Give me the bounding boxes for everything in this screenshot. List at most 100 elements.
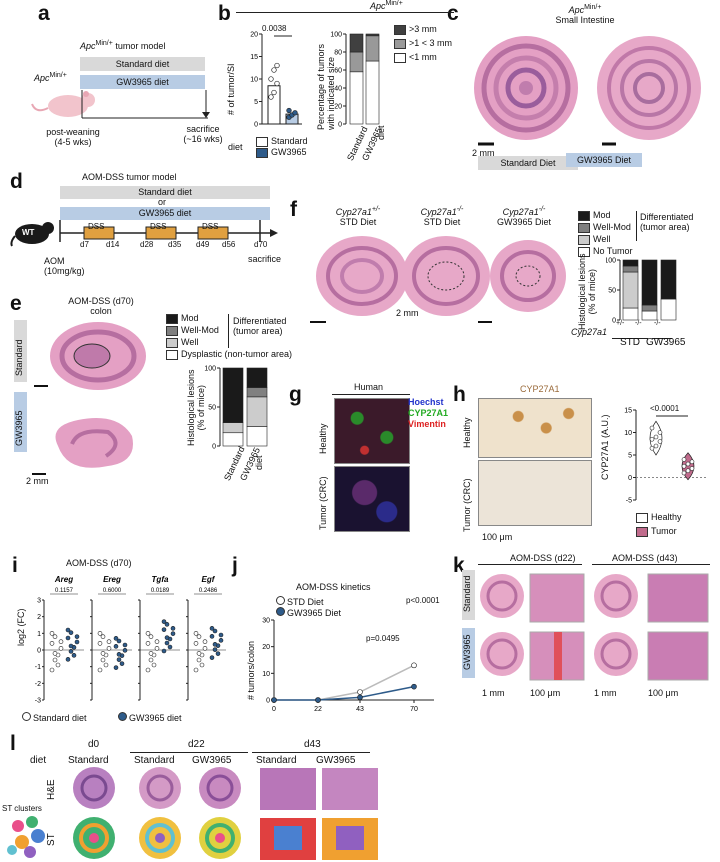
panel-l-col-3: Standard (256, 755, 297, 766)
wt-mouse-icon (10, 222, 54, 247)
b-right-ticklabel: 40 (334, 86, 342, 93)
i-point-std (106, 646, 112, 651)
panel-j-title: AOM-DSS kinetics (296, 582, 371, 592)
panel-l-umap (7, 816, 45, 858)
panel-k-scale-2: 100 μm (530, 688, 561, 698)
panel-g-title: Human (354, 382, 384, 392)
i-point-std (193, 631, 199, 636)
i-point-gw (74, 639, 80, 645)
i-point-std (97, 631, 103, 636)
i-ticklabel: 2 (37, 614, 41, 621)
j-xticklabel: 22 (314, 706, 322, 713)
i-point-std (52, 634, 58, 639)
i-gene-label-egf: Egf (202, 575, 216, 584)
h-ticklabel: 15 (624, 408, 632, 415)
panel-g-row-tumor: Tumor (CRC) (318, 476, 328, 530)
i-point-std (202, 639, 208, 644)
i-point-std (148, 657, 154, 663)
panel-l-day-d22: d22 (188, 739, 205, 750)
i-pvalue: 0.2486 (199, 588, 218, 594)
panel-d-sacrifice: sacrifice (248, 254, 282, 264)
panel-g-legend-vim: Vimentin (408, 419, 446, 429)
i-point-std (97, 641, 103, 646)
h-point (689, 466, 695, 471)
i-point-gw (113, 665, 119, 670)
h-point (657, 430, 663, 435)
i-point-std (52, 651, 58, 656)
panel-d-title: AOM-DSS tumor model (82, 172, 177, 182)
i-point-std (196, 634, 202, 639)
panel-f-geno-2: -/- (654, 320, 661, 327)
panel-d-gw-bar: GW3965 diet (60, 207, 270, 220)
panel-f-grp-std: STD (620, 337, 640, 348)
panel-h-legend-healthy: Healthy (636, 512, 682, 523)
panel-f-col-2: Cyp27a1-/- GW3965 Diet (496, 206, 552, 227)
panel-l-day-d0: d0 (88, 739, 100, 750)
panel-c-title: ApcMin/+ Small Intestine (555, 4, 615, 25)
h-point (681, 463, 687, 469)
panel-g-row-healthy: Healthy (318, 423, 328, 454)
e-chart-ticklabel: 50 (208, 405, 216, 412)
panel-f-histology (310, 236, 566, 323)
i-ticklabel: -2 (35, 681, 41, 688)
b-left-point (274, 80, 280, 87)
panel-e-legend-2: Well (166, 337, 198, 348)
i-point-gw (65, 657, 71, 662)
i-point-gw (68, 643, 74, 649)
panel-h-ylabel: CYP27A1 (A.U.) (600, 414, 610, 480)
panel-label-i: i (12, 554, 18, 577)
f-chart-segment (641, 310, 658, 321)
panel-f-legend-1: Well-Mod (578, 222, 631, 233)
j-line (274, 685, 415, 701)
i-point-gw (113, 636, 119, 641)
i-point-std (103, 662, 109, 668)
panel-l-clusters: ST clusters (2, 804, 42, 813)
i-point-std (100, 651, 106, 656)
i-point-std (193, 641, 199, 646)
e-chart-segment (222, 422, 244, 434)
i-ticklabel: 3 (37, 598, 41, 605)
panel-f-legend-3: No Tumor (578, 246, 633, 257)
b-left-ticklabel: 5 (254, 99, 258, 106)
j-point (357, 694, 363, 701)
b-right-segment (349, 71, 364, 125)
i-point-gw (167, 644, 173, 650)
i-point-std (196, 657, 202, 663)
i-point-gw (116, 652, 122, 657)
h-point (685, 468, 691, 474)
j-xticklabel: 43 (356, 706, 364, 713)
panel-i-chart: Areg0.1157-3-2-10123Ereg0.6000Tgfa0.0189… (35, 575, 226, 705)
i-point-gw (119, 661, 125, 666)
i-ticklabel: 1 (37, 631, 41, 638)
e-chart-segment (246, 387, 268, 398)
b-right-ticklabel: 100 (330, 32, 342, 39)
j-xticklabel: 0 (272, 706, 276, 713)
b-left-ticklabel: 20 (250, 32, 258, 39)
i-point-gw (116, 657, 122, 662)
panel-h-title: CYP27A1 (520, 384, 560, 394)
mouse-icon (31, 91, 95, 117)
panel-d-dss-3: DSS (202, 222, 219, 231)
h-point (681, 470, 687, 476)
h-point (649, 436, 655, 442)
panel-j-p2: p<0.0001 (406, 596, 440, 605)
i-point-gw (161, 619, 167, 624)
f-chart-ticklabel: 100 (606, 258, 616, 265)
panel-k-row-standard: Standard (462, 575, 472, 612)
panel-f-ylabel: Histological lesions(% of mice) (577, 253, 597, 330)
panel-h-row-healthy: Healthy (462, 417, 472, 448)
j-point (315, 697, 321, 703)
i-point-gw (161, 648, 167, 654)
j-ticklabel: 0 (266, 698, 270, 705)
panel-label-l: l (10, 732, 16, 755)
panel-a-start: post-weaning(4-5 wks) (46, 127, 100, 147)
h-point (653, 443, 659, 449)
i-point-std (100, 657, 106, 663)
panel-e-scale: 2 mm (26, 476, 49, 486)
panel-e-legend-0: Mod (166, 313, 199, 324)
panel-f-legend-2: Well (578, 234, 610, 245)
panel-label-f: f (290, 198, 297, 221)
panel-label-g: g (289, 383, 302, 406)
panel-label-c: c (447, 2, 459, 25)
